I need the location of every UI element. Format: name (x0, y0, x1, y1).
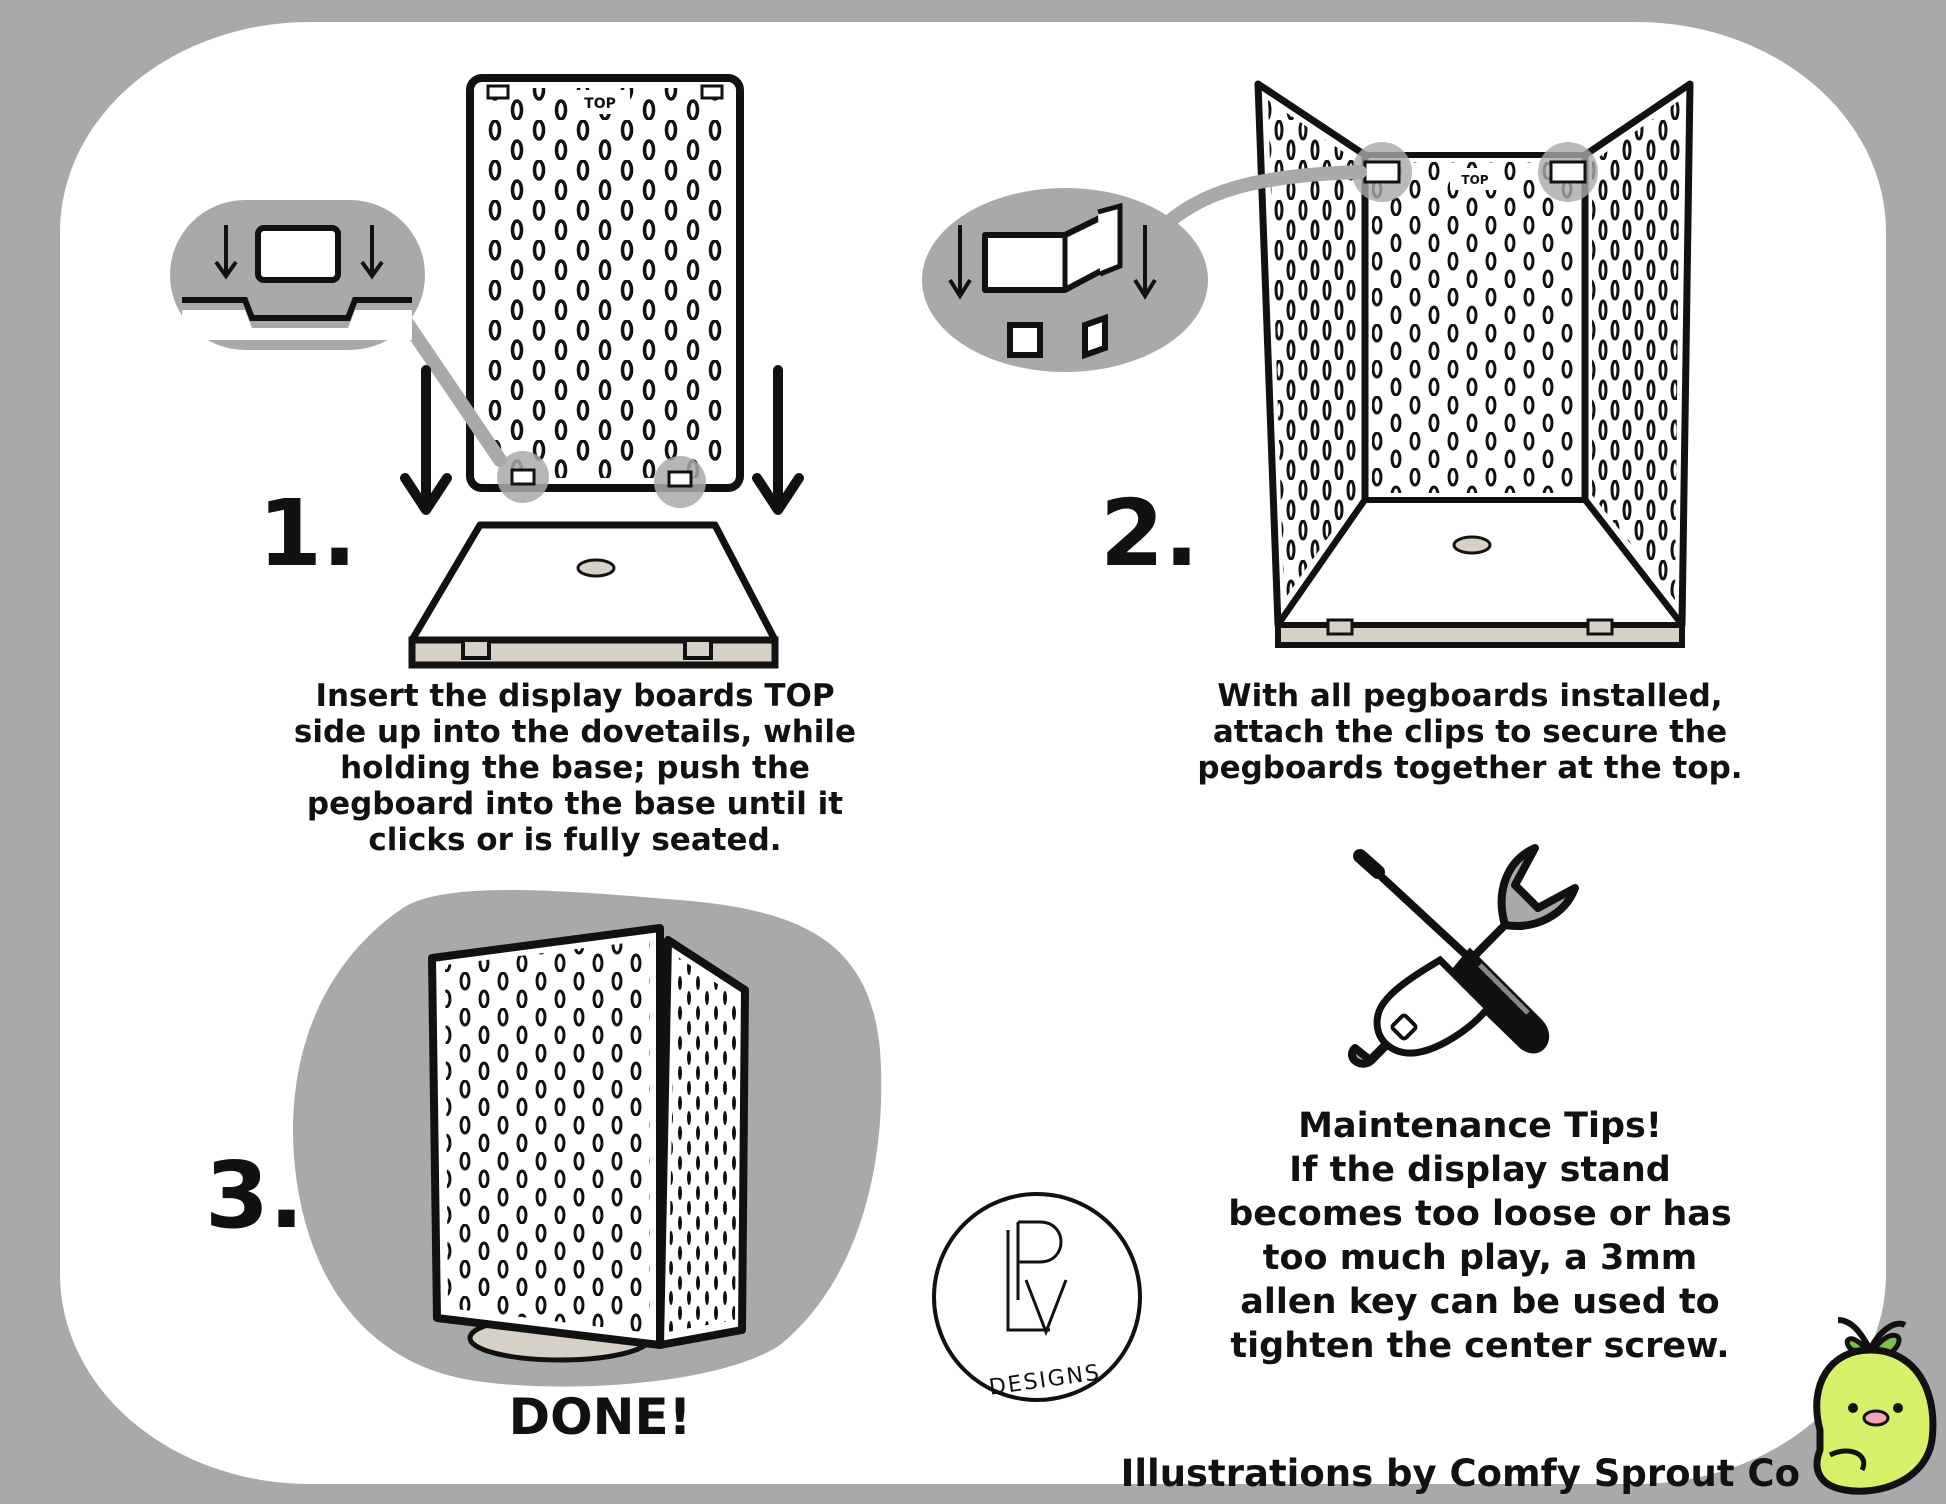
step-2-caption: With all pegboards installed, attach the… (1197, 678, 1743, 786)
step-2-illustration: TOP (922, 80, 1694, 648)
step-1-number: 1. (258, 480, 357, 587)
top-label: TOP (584, 96, 616, 112)
insert-arrows (400, 365, 804, 515)
step-1-illustration: TOP (170, 74, 804, 669)
step-3-number: 3. (205, 1142, 304, 1249)
maintenance-tips: Maintenance Tips! If the display stand b… (1228, 1106, 1732, 1366)
clip-zoom-bubble (922, 165, 1367, 372)
top-label-2: TOP (1461, 173, 1488, 187)
step-3-illustration (293, 890, 882, 1387)
pegboard-upright: TOP (466, 74, 744, 508)
lpv-designs-logo (932, 1192, 1142, 1402)
illustration-credit: Illustrations by Comfy Sprout Co (1120, 1452, 1800, 1495)
screwdriver-wrench-icon (1348, 844, 1579, 1068)
done-label: DONE! (508, 1388, 692, 1446)
step-2-number: 2. (1100, 480, 1199, 587)
display-base (408, 521, 779, 669)
step-1-caption: Insert the display boards TOP side up in… (293, 678, 857, 858)
sprout-mascot-icon (1813, 1317, 1937, 1495)
dovetail-zoom-bubble (170, 200, 507, 467)
